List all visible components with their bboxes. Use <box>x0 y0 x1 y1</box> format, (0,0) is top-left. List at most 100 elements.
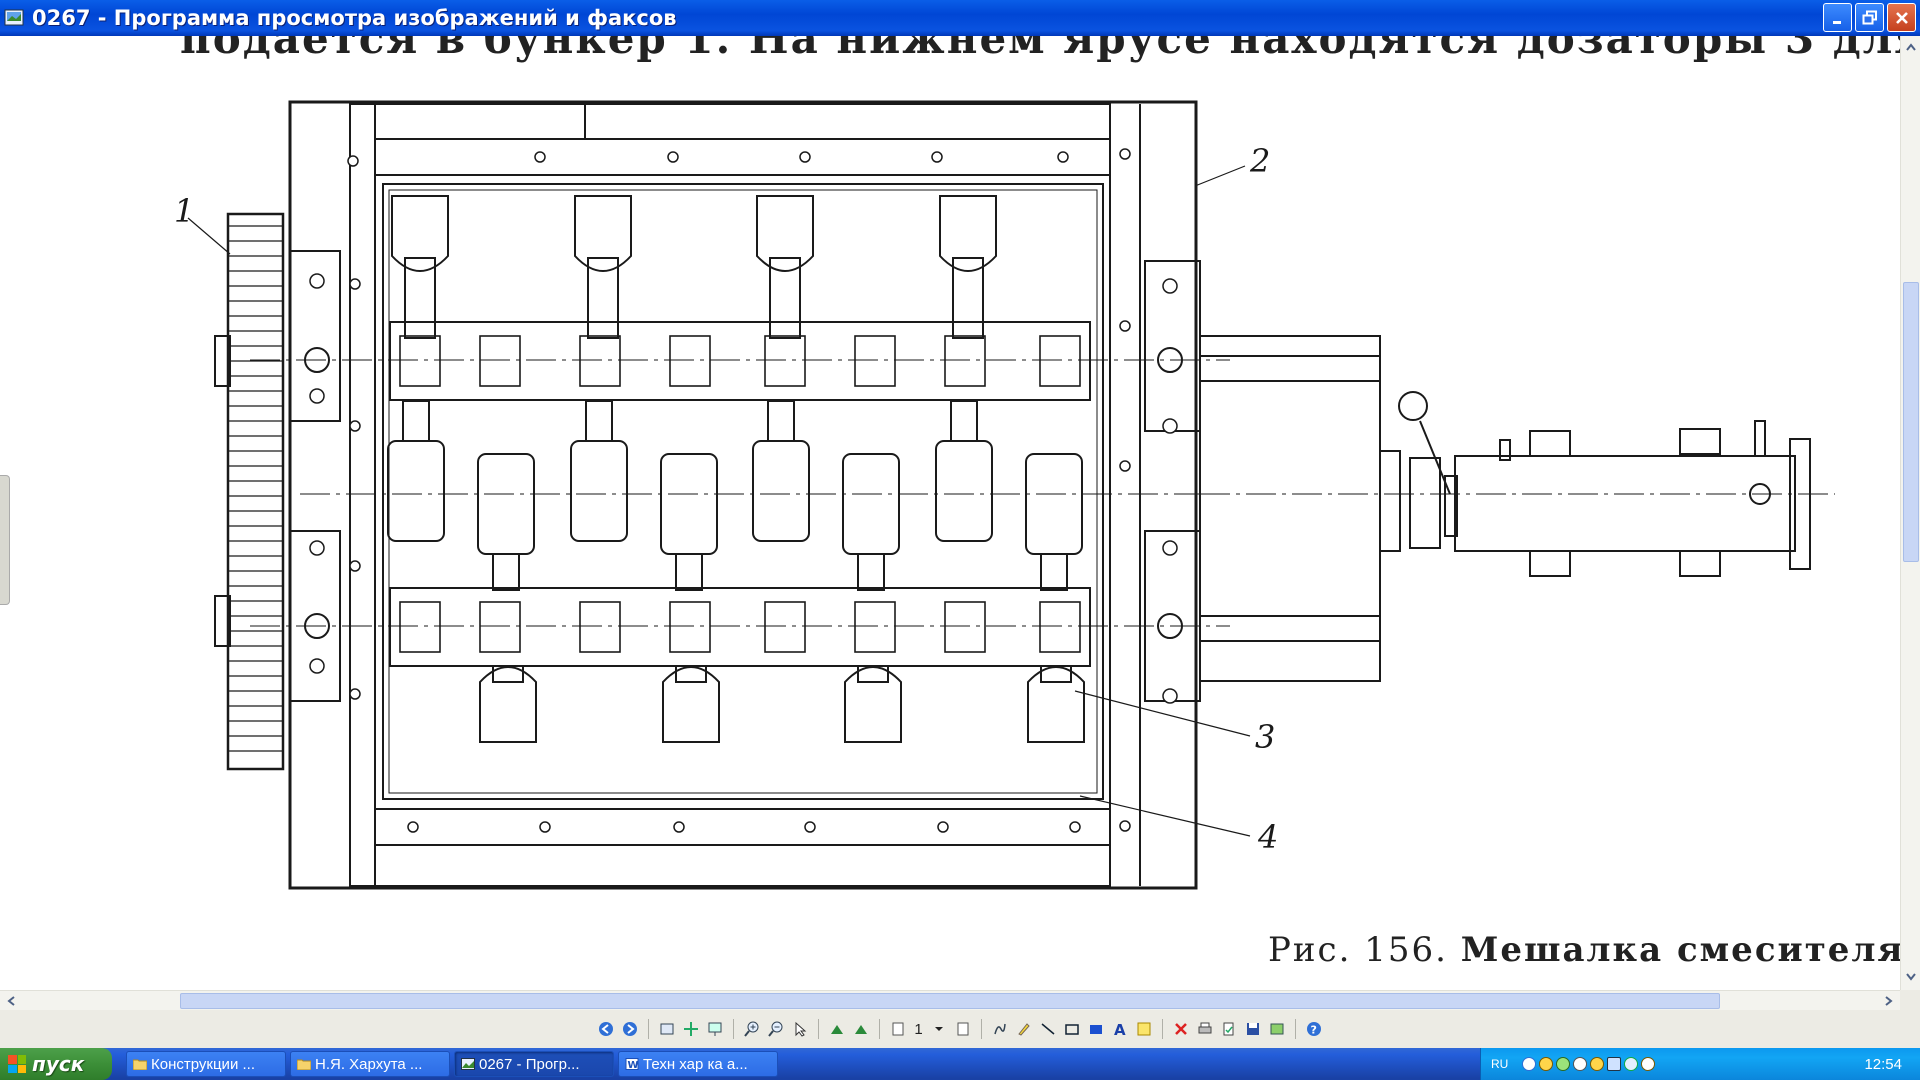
horizontal-scroll-thumb[interactable] <box>180 993 1720 1009</box>
system-tray: RU 12:54 <box>1480 1048 1920 1080</box>
tray-icon-update[interactable] <box>1641 1057 1656 1071</box>
scroll-left-button[interactable] <box>2 992 20 1010</box>
figure-label-4: 4 <box>1257 818 1278 856</box>
rotate-counterclockwise-button[interactable] <box>851 1019 871 1039</box>
chevron-down-icon <box>934 1027 943 1031</box>
freehand-icon <box>993 1023 1006 1035</box>
print-icon <box>1198 1022 1212 1034</box>
caption-title: Мешалка смесителя: <box>1460 930 1900 970</box>
best-fit-icon <box>660 1023 674 1035</box>
word-document-icon: W <box>625 1058 639 1070</box>
rectangle-icon <box>1064 1024 1079 1035</box>
note-button[interactable] <box>1134 1019 1154 1039</box>
caption-prefix: Рис. 156. <box>1268 930 1448 970</box>
taskbar-item-konstruktsii[interactable]: Конструкции ... <box>126 1051 286 1077</box>
document-top-text: подается в бункер 1. На нижнем ярусе нах… <box>180 36 1900 63</box>
tray-icon-network[interactable] <box>1522 1057 1537 1071</box>
zoom-out-button[interactable] <box>766 1019 786 1039</box>
zoom-in-button[interactable] <box>742 1019 762 1039</box>
highlighter-icon <box>1017 1023 1030 1036</box>
image-viewer-app-icon <box>4 9 24 26</box>
zoom-in-icon <box>744 1021 759 1037</box>
scroll-down-button[interactable] <box>1902 968 1920 986</box>
print-button[interactable] <box>1195 1019 1215 1039</box>
tray-icon-antivirus[interactable] <box>1573 1057 1588 1071</box>
toolbar-separator <box>1161 1019 1163 1039</box>
folder-icon <box>297 1059 311 1070</box>
restore-icon <box>1862 10 1877 24</box>
figure-label-3: 3 <box>1255 718 1275 756</box>
horizontal-scrollbar[interactable] <box>0 990 1900 1010</box>
previous-image-button[interactable] <box>596 1019 616 1039</box>
scroll-left-icon <box>7 996 15 1006</box>
svg-text:A: A <box>1114 1021 1126 1037</box>
first-page-button[interactable] <box>888 1019 908 1039</box>
line-button[interactable] <box>1038 1019 1058 1039</box>
image-view[interactable]: подается в бункер 1. На нижнем ярусе нах… <box>0 36 1900 990</box>
start-button[interactable]: пуск <box>0 1048 112 1080</box>
filled-rectangle-button[interactable] <box>1086 1019 1106 1039</box>
scrollbar-corner <box>1900 990 1920 1010</box>
rotate-counterclockwise-icon <box>855 1025 868 1034</box>
help-icon: ? <box>1306 1022 1321 1037</box>
side-panel-handle[interactable] <box>0 475 10 605</box>
save-button[interactable] <box>1243 1019 1263 1039</box>
toolbar-separator <box>648 1019 650 1039</box>
next-page-button[interactable] <box>953 1019 973 1039</box>
tray-icon-security[interactable] <box>1590 1057 1605 1071</box>
task-label: Конструкции ... <box>151 1055 255 1073</box>
save-icon <box>1246 1023 1259 1035</box>
tray-icon-volume[interactable] <box>1556 1057 1571 1071</box>
close-button[interactable] <box>1887 3 1916 32</box>
page-number[interactable]: 1 <box>914 1020 923 1038</box>
taskbar: пуск Конструкции ... Н.Я. Хархута ... 02… <box>0 1048 1920 1080</box>
line-icon <box>1041 1023 1055 1035</box>
highlighter-button[interactable] <box>1014 1019 1034 1039</box>
taskbar-item-word-document[interactable]: W Техн хар ка а... <box>618 1051 778 1077</box>
folder-icon <box>133 1059 147 1070</box>
toolbar-separator <box>818 1019 820 1039</box>
page-selector-dropdown[interactable] <box>929 1019 949 1039</box>
svg-text:W: W <box>628 1060 639 1070</box>
text-button[interactable]: A <box>1110 1019 1130 1039</box>
freehand-button[interactable] <box>990 1019 1010 1039</box>
next-image-icon <box>623 1022 638 1036</box>
toolbar-separator <box>1294 1019 1296 1039</box>
next-page-icon <box>957 1022 969 1036</box>
figure-label-1: 1 <box>174 192 194 230</box>
next-image-button[interactable] <box>620 1019 640 1039</box>
delete-button[interactable] <box>1171 1019 1191 1039</box>
open-editor-icon <box>1270 1023 1284 1035</box>
scroll-right-button[interactable] <box>1880 992 1898 1010</box>
taskbar-item-kharkhuta[interactable]: Н.Я. Хархута ... <box>290 1051 450 1077</box>
first-page-icon <box>892 1022 904 1036</box>
minimize-button[interactable] <box>1823 3 1852 32</box>
pointer-button[interactable] <box>790 1019 810 1039</box>
maximize-button[interactable] <box>1855 3 1884 32</box>
rotate-clockwise-button[interactable] <box>827 1019 847 1039</box>
copy-button[interactable] <box>1219 1019 1239 1039</box>
slideshow-button[interactable] <box>705 1019 725 1039</box>
actual-size-button[interactable] <box>681 1019 701 1039</box>
tray-icon-messenger[interactable] <box>1539 1057 1554 1071</box>
vertical-scrollbar[interactable] <box>1900 36 1920 990</box>
tray-icon-display[interactable] <box>1607 1057 1622 1071</box>
best-fit-button[interactable] <box>657 1019 677 1039</box>
open-editor-button[interactable] <box>1267 1019 1287 1039</box>
help-button[interactable]: ? <box>1304 1019 1324 1039</box>
slideshow-icon <box>708 1022 722 1036</box>
language-indicator[interactable]: RU <box>1491 1057 1509 1071</box>
rectangle-button[interactable] <box>1062 1019 1082 1039</box>
vertical-scroll-thumb[interactable] <box>1903 282 1919 562</box>
delete-icon <box>1174 1023 1187 1035</box>
image-viewer-icon <box>461 1058 475 1070</box>
title-bar[interactable]: 0267 - Программа просмотра изображений и… <box>0 0 1920 36</box>
svg-text:?: ? <box>1310 1024 1316 1037</box>
scroll-up-button[interactable] <box>1902 38 1920 56</box>
tray-icon-bluetooth[interactable] <box>1624 1057 1639 1071</box>
start-label: пуск <box>32 1052 85 1076</box>
task-label: 0267 - Прогр... <box>479 1055 580 1073</box>
taskbar-item-image-viewer[interactable]: 0267 - Прогр... <box>454 1051 614 1077</box>
viewer-toolbar: 1 A ? <box>0 1010 1920 1048</box>
clock[interactable]: 12:54 <box>1864 1055 1902 1073</box>
